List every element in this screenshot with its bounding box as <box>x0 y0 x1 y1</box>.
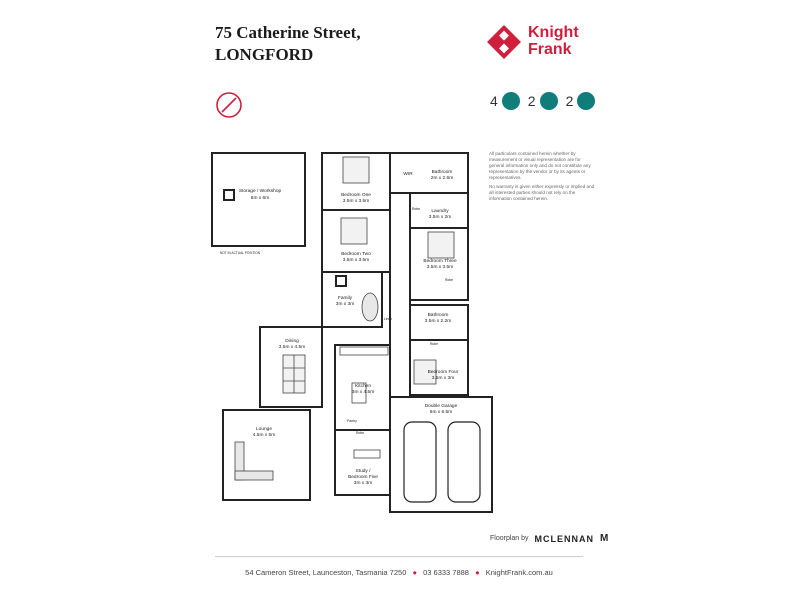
label-bedroom-one-size: 3.5m x 3.5m <box>343 198 369 204</box>
bed-bedroom-one <box>342 156 370 184</box>
bed-bedroom-four <box>413 359 437 385</box>
label-bedroom-four-size: 3.5m x 3m <box>432 375 454 381</box>
label-storage-name: Storage / Workshop <box>239 188 282 194</box>
car-count: 2 <box>565 93 574 109</box>
brand-wordmark: Knight Frank <box>528 24 579 58</box>
footer-dot-icon: ● <box>475 568 480 577</box>
label-bedroom-four-name: Bedroom Four <box>428 369 459 375</box>
dining-room <box>259 326 323 408</box>
bath-icon <box>539 92 558 110</box>
label-study-name: Study / <box>356 468 372 474</box>
label-robe-3: Robe <box>430 342 438 346</box>
garage-cars <box>403 421 481 503</box>
label-wir: WIR <box>403 171 413 177</box>
label-lounge-name: Lounge <box>256 426 272 432</box>
disclaimer: All particulars contained herein whether… <box>489 151 597 205</box>
lounge-room <box>222 409 311 501</box>
credit-brand: MCLENNAN <box>534 533 595 544</box>
label-robe-4: Robe <box>356 431 364 435</box>
label-storage-size: 6m x 6m <box>251 195 269 201</box>
label-kitchen-name: Kitchen <box>355 383 371 389</box>
property-address: 75 Catherine Street, LONGFORD <box>215 22 361 66</box>
brand-line-1: Knight <box>528 24 579 41</box>
knight-frank-logo <box>487 25 521 59</box>
footer-address: 54 Cameron Street, Launceston, Tasmania … <box>245 568 407 577</box>
label-laundry-name: Laundry <box>431 208 449 214</box>
label-lounge-size: 4.5m x 5m <box>253 432 275 438</box>
label-bedroom-two-size: 3.5m x 3.5m <box>343 257 369 263</box>
family-sofa <box>361 292 379 322</box>
address-suburb: LONGFORD <box>215 45 314 64</box>
label-not-in-position: NOT IN ACTUAL POSITION <box>220 251 261 255</box>
kitchen-bench <box>339 346 389 356</box>
footer-divider <box>215 556 583 557</box>
floorplan-credit: Floorplan by MCLENNAN M <box>490 533 608 544</box>
label-dining-name: Dining <box>285 338 299 344</box>
storage-workshop-room <box>211 152 306 247</box>
bed-bedroom-two <box>340 217 368 245</box>
lounge-sofa <box>234 441 274 481</box>
label-bedroom-two-name: Bedroom Two <box>341 251 371 257</box>
label-bedroom-three-size: 3.5m x 3.5m <box>427 264 453 270</box>
family-room <box>321 271 383 328</box>
label-pantry: Pantry <box>347 419 357 423</box>
label-robe-1: Robe <box>412 207 420 211</box>
credit-label: Floorplan by <box>490 535 529 542</box>
footer-phone: 03 6333 7888 <box>423 568 469 577</box>
label-family-name: Family <box>338 295 353 301</box>
bed-bedroom-three <box>427 231 455 259</box>
floor-plan: Storage / Workshop 6m x 6m NOT IN ACTUAL… <box>211 152 493 513</box>
label-laundry-size: 3.5m x 2m <box>429 214 451 220</box>
label-bathroom2-name: Bathroom <box>428 312 449 318</box>
label-bedroom-three-name: Bedroom Three <box>423 258 457 264</box>
label-kitchen-size: 3m x 4.5m <box>352 389 374 395</box>
bed-icon <box>501 92 520 110</box>
disclaimer-para-2: No warranty is given either expressly or… <box>489 184 595 201</box>
bathroom-count: 2 <box>527 93 536 109</box>
brand-line-2: Frank <box>528 41 572 58</box>
label-family-size: 3m x 3m <box>336 301 354 307</box>
footer-dot-icon: ● <box>412 568 417 577</box>
address-street: 75 Catherine Street, <box>215 23 361 42</box>
footer-website: KnightFrank.com.au <box>485 568 553 577</box>
label-bathroom-size: 2m x 2.6m <box>431 175 453 181</box>
study-desk <box>353 449 381 459</box>
label-study-name-2: Bedroom Five <box>348 474 378 480</box>
label-study-size: 3m x 3m <box>354 480 372 486</box>
footer: 54 Cameron Street, Launceston, Tasmania … <box>215 568 583 577</box>
mclennan-logo-icon: M <box>600 533 609 544</box>
car-icon <box>577 92 596 110</box>
double-garage-room <box>389 396 493 513</box>
label-bedroom-one-name: Bedroom One <box>341 192 371 198</box>
property-features: 4 2 2 <box>486 92 596 110</box>
disclaimer-para-1: All particulars contained herein whether… <box>489 151 591 180</box>
compass-icon <box>216 92 242 118</box>
label-robe-2: Robe <box>445 278 453 282</box>
label-linen: Linen <box>384 317 392 321</box>
label-bathroom-name: Bathroom <box>432 169 453 175</box>
bedroom-count: 4 <box>490 93 498 109</box>
label-bathroom2-size: 3.5m x 2.2m <box>425 318 451 324</box>
label-dining-size: 3.5m x 4.5m <box>279 344 305 350</box>
dining-table <box>282 354 306 394</box>
label-garage-size: 6m x 6.5m <box>430 409 452 415</box>
kitchen-island <box>351 382 367 404</box>
wir-bathroom-area <box>389 152 469 194</box>
label-garage-name: Double Garage <box>425 403 458 409</box>
